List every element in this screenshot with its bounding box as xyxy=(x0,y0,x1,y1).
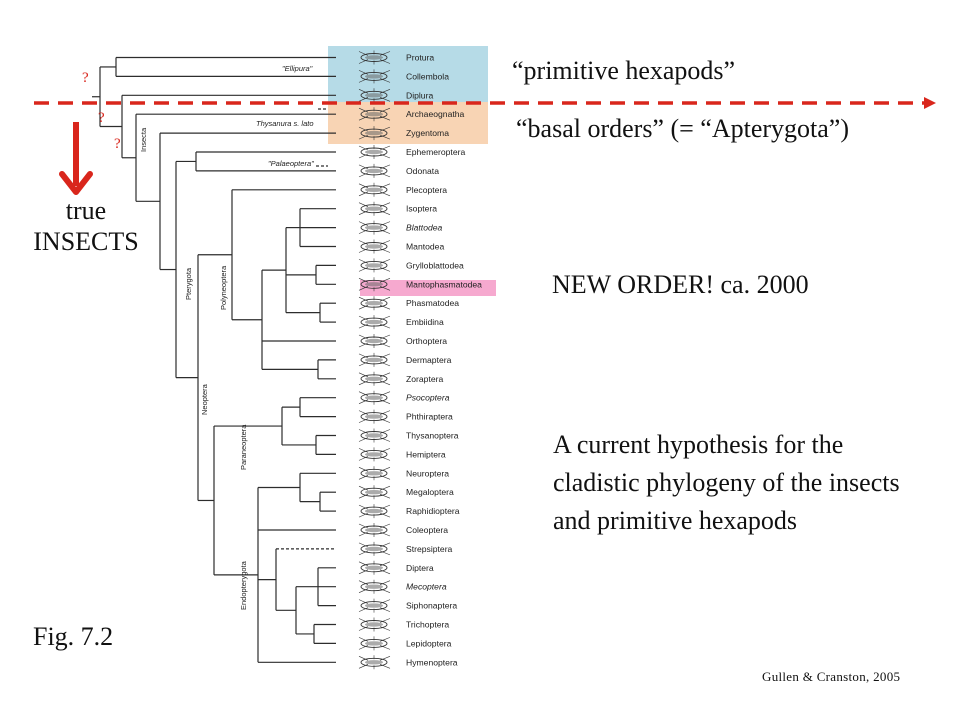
tree-branches xyxy=(92,56,336,663)
insect-icon xyxy=(358,239,391,254)
hypothesis-caption: A current hypothesis for the cladistic p… xyxy=(553,430,900,535)
insect-icon xyxy=(358,466,391,481)
insect-icon xyxy=(358,220,391,235)
figure-label: Fig. 7.2 xyxy=(33,622,114,651)
insect-icon xyxy=(358,655,391,670)
insect-icon xyxy=(358,579,391,594)
clade-endopterygota: Endopterygota xyxy=(239,560,248,610)
order-label: Orthoptera xyxy=(406,336,447,346)
true-insects-line-1: true xyxy=(65,196,107,225)
insect-icon xyxy=(358,504,391,519)
dashed-line-arrowhead xyxy=(924,97,936,109)
order-label: Megaloptera xyxy=(406,487,454,497)
insect-icon xyxy=(358,428,391,443)
insect-icon xyxy=(358,88,391,103)
insect-icon xyxy=(358,617,391,632)
question-mark-1: ? xyxy=(82,70,89,86)
insect-icon xyxy=(358,296,391,311)
clade-palaeoptera: "Palaeoptera" xyxy=(268,159,314,168)
order-label: Raphidioptera xyxy=(406,506,460,516)
order-label: Zygentoma xyxy=(406,128,449,138)
clade-thysanura: Thysanura s. lato xyxy=(256,119,314,128)
clade-pterygota: Pterygota xyxy=(184,267,193,300)
basal-orders-note: “basal orders” (= “Apterygota”) xyxy=(516,114,849,143)
order-label: Blattodea xyxy=(406,223,443,233)
order-label: Hymenoptera xyxy=(406,657,458,667)
insect-icon xyxy=(358,636,391,651)
insect-icon xyxy=(358,541,391,556)
insect-icon xyxy=(358,390,391,405)
insect-icon xyxy=(358,107,391,122)
insect-icon xyxy=(358,447,391,462)
order-label: Mantophasmatodea xyxy=(406,279,482,289)
order-label: Plecoptera xyxy=(406,185,447,195)
clade-insecta: Insecta xyxy=(139,127,148,152)
question-mark-2: ? xyxy=(98,110,105,126)
order-label: Ephemeroptera xyxy=(406,147,465,157)
insect-icon xyxy=(358,201,391,216)
insect-icon xyxy=(358,598,391,613)
insect-icon xyxy=(358,258,391,273)
insect-icon xyxy=(358,334,391,348)
order-label: Dermaptera xyxy=(406,355,452,365)
primitive-highlight xyxy=(328,46,488,102)
question-mark-3: ? xyxy=(114,136,121,152)
insect-icon xyxy=(358,523,391,537)
order-label: Odonata xyxy=(406,166,439,176)
insect-icon xyxy=(358,485,391,500)
basal-highlight xyxy=(328,102,488,144)
order-label: Diptera xyxy=(406,563,434,573)
order-label: Hemiptera xyxy=(406,449,446,459)
clade-paraneoptera: Paraneoptera xyxy=(239,424,248,470)
clade-polyneoptera: Polyneoptera xyxy=(219,265,228,310)
order-label: Grylloblattodea xyxy=(406,260,464,270)
order-label: Neuroptera xyxy=(406,468,449,478)
insect-icon xyxy=(358,163,391,178)
order-label: Archaeognatha xyxy=(406,109,465,119)
order-label: Mantodea xyxy=(406,242,444,252)
order-label: Siphonaptera xyxy=(406,601,457,611)
insect-icon xyxy=(358,145,391,159)
insect-icon xyxy=(358,409,391,424)
insect-icon xyxy=(358,315,391,330)
order-label: Collembola xyxy=(406,71,449,81)
order-label: Lepidoptera xyxy=(406,638,452,648)
down-arrow-icon xyxy=(59,171,93,195)
order-label: Mecoptera xyxy=(406,582,447,592)
order-label: Diplura xyxy=(406,90,433,100)
order-label: Thysanoptera xyxy=(406,431,459,441)
new-order-highlight xyxy=(360,280,496,296)
insect-drawings xyxy=(358,50,391,670)
order-label: Embiidina xyxy=(406,317,444,327)
order-label: Phthiraptera xyxy=(406,412,453,422)
insect-icon xyxy=(358,371,391,386)
order-labels: ProturaCollembolaDipluraArchaeognathaZyg… xyxy=(406,53,482,668)
insect-icon xyxy=(358,182,391,197)
insect-icon xyxy=(358,352,391,367)
order-label: Coleoptera xyxy=(406,525,448,535)
true-insects-label: true INSECTS xyxy=(16,195,156,257)
order-label: Trichoptera xyxy=(406,620,449,630)
clade-neoptera: Neoptera xyxy=(200,383,209,415)
new-order-note: NEW ORDER! ca. 2000 xyxy=(552,270,809,299)
order-label: Isoptera xyxy=(406,204,437,214)
true-insects-line-2: INSECTS xyxy=(33,227,139,256)
insect-icon xyxy=(358,50,391,65)
order-label: Zoraptera xyxy=(406,374,443,384)
insect-icon xyxy=(358,69,391,84)
order-label: Protura xyxy=(406,53,434,63)
insect-icon xyxy=(358,126,391,141)
credit-citation: Gullen & Cranston, 2005 xyxy=(762,669,901,684)
order-label: Strepsiptera xyxy=(406,544,453,554)
primitive-hexapods-note: “primitive hexapods” xyxy=(512,56,736,85)
insect-icon xyxy=(358,560,391,575)
order-label: Psocoptera xyxy=(406,393,450,403)
insect-icon xyxy=(358,277,391,292)
order-label: Phasmatodea xyxy=(406,298,459,308)
clade-ellipura: "Ellipura" xyxy=(282,64,313,73)
